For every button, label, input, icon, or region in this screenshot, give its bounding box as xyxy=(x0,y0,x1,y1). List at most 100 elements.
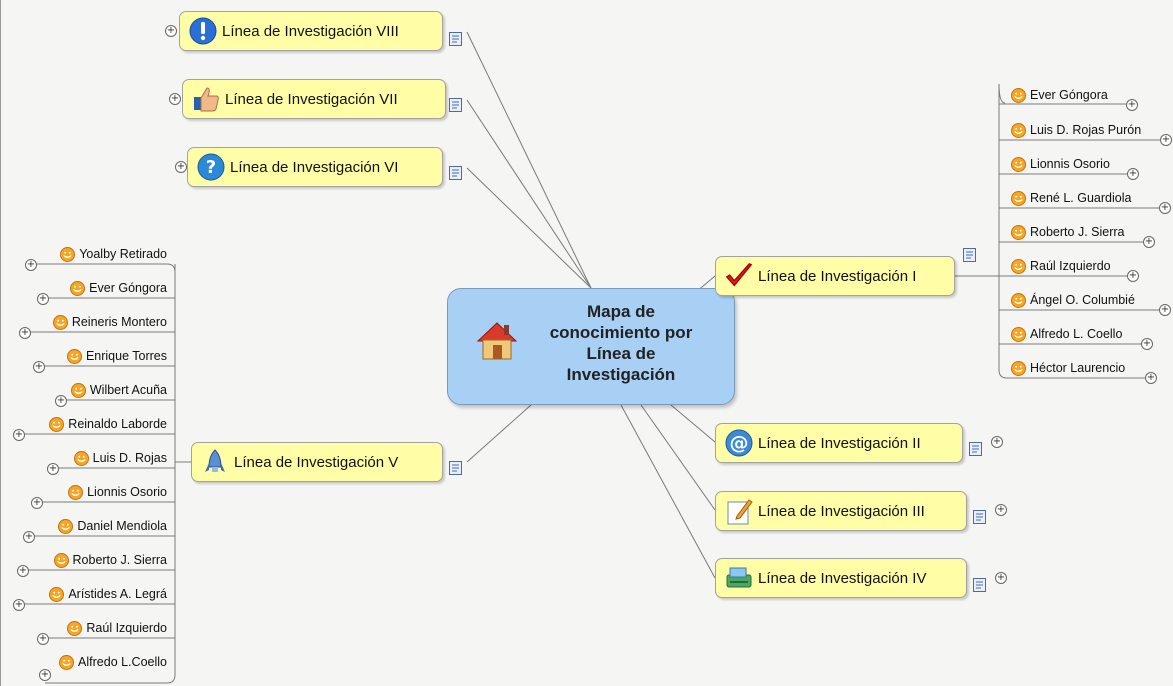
smiley-icon xyxy=(70,280,86,296)
member-item[interactable]: Raúl Izquierdo xyxy=(1011,257,1111,275)
expand-toggle[interactable]: + xyxy=(13,599,25,611)
connector xyxy=(998,83,1006,104)
rocket-icon xyxy=(200,447,230,477)
expand-toggle[interactable]: + xyxy=(1160,134,1172,146)
expand-toggle[interactable]: + xyxy=(1159,202,1171,214)
topic-label: Línea de Investigación IV xyxy=(758,569,927,587)
member-item[interactable]: Enrique Torres xyxy=(66,347,167,365)
note-icon[interactable] xyxy=(973,578,986,592)
smiley-icon xyxy=(53,552,69,568)
expand-toggle[interactable]: + xyxy=(19,327,31,339)
expand-toggle[interactable]: + xyxy=(13,429,25,441)
svg-text:@: @ xyxy=(730,432,749,454)
note-icon[interactable] xyxy=(969,442,982,456)
expand-toggle[interactable]: + xyxy=(1145,372,1157,384)
smiley-icon xyxy=(59,654,75,670)
smiley-icon xyxy=(1011,360,1026,376)
topic-linea-iv[interactable]: Línea de Investigación IV xyxy=(715,558,967,598)
connector xyxy=(31,263,176,273)
expand-toggle[interactable]: + xyxy=(1141,338,1153,350)
expand-toggle[interactable]: + xyxy=(1126,99,1138,111)
member-item[interactable]: Reineris Montero xyxy=(52,313,167,331)
topic-linea-v[interactable]: Línea de Investigación V xyxy=(191,442,443,482)
central-topic-title: Mapa de conocimiento por Línea de Invest… xyxy=(549,302,693,384)
expand-toggle[interactable]: + xyxy=(1127,168,1139,180)
member-item[interactable]: Alfredo L.Coello xyxy=(59,653,167,671)
member-item[interactable]: Wilbert Acuña xyxy=(70,381,167,399)
topic-label: Línea de Investigación VII xyxy=(225,90,398,108)
connector xyxy=(640,404,716,511)
note-icon[interactable] xyxy=(449,32,462,46)
expand-toggle[interactable]: + xyxy=(169,93,181,105)
topic-label: Línea de Investigación I xyxy=(758,267,917,285)
smiley-icon xyxy=(70,382,86,398)
expand-toggle[interactable]: + xyxy=(165,25,177,37)
member-item[interactable]: Roberto J. Sierra xyxy=(1011,223,1124,241)
member-item[interactable]: Ángel O. Columbié xyxy=(1011,291,1135,309)
member-item[interactable]: Daniel Mendiola xyxy=(58,517,167,535)
thumbs-up-icon xyxy=(191,84,221,114)
smiley-icon xyxy=(52,314,68,330)
smiley-icon xyxy=(1011,87,1026,103)
expand-toggle[interactable]: + xyxy=(37,633,49,645)
topic-linea-i[interactable]: Línea de Investigación I xyxy=(715,256,955,296)
note-icon[interactable] xyxy=(973,510,986,524)
expand-toggle[interactable]: + xyxy=(25,259,37,271)
smiley-icon xyxy=(73,450,89,466)
expand-toggle[interactable]: + xyxy=(17,565,29,577)
smiley-icon xyxy=(68,484,84,500)
expand-toggle[interactable]: + xyxy=(31,497,43,509)
house-icon xyxy=(474,319,520,368)
member-item[interactable]: Lionnis Osorio xyxy=(68,483,167,501)
topic-linea-ii[interactable]: @ Línea de Investigación II xyxy=(715,423,963,463)
topic-linea-iii[interactable]: Línea de Investigación III xyxy=(715,491,967,531)
topic-label: Línea de Investigación II xyxy=(758,434,921,452)
expand-toggle[interactable]: + xyxy=(37,293,49,305)
expand-toggle[interactable]: + xyxy=(55,395,67,407)
connector xyxy=(670,404,716,443)
member-item[interactable]: René L. Guardiola xyxy=(1011,189,1131,207)
note-icon[interactable] xyxy=(449,461,462,475)
at-sign-icon: @ xyxy=(724,428,754,458)
member-item[interactable]: Luis D. Rojas xyxy=(73,449,167,467)
smiley-icon xyxy=(1011,190,1026,206)
member-item[interactable]: Ever Góngora xyxy=(70,279,167,297)
smiley-icon xyxy=(66,348,82,364)
member-item[interactable]: Ever Góngora xyxy=(1011,86,1108,104)
expand-toggle[interactable]: + xyxy=(33,361,45,373)
topic-linea-vii[interactable]: Línea de Investigación VII xyxy=(182,79,446,119)
note-icon[interactable] xyxy=(963,248,976,262)
member-item[interactable]: Yoalby Retirado xyxy=(60,245,167,263)
expand-toggle[interactable]: + xyxy=(23,531,35,543)
expand-toggle[interactable]: + xyxy=(1159,304,1171,316)
member-item[interactable]: Alfredo L. Coello xyxy=(1011,325,1122,343)
topic-linea-vi[interactable]: ? Línea de Investigación VI xyxy=(187,147,443,187)
expand-toggle[interactable]: + xyxy=(991,436,1003,448)
expand-toggle[interactable]: + xyxy=(1143,236,1155,248)
connector xyxy=(466,31,592,289)
expand-toggle[interactable]: + xyxy=(995,504,1007,516)
member-item[interactable]: Raúl Izquierdo xyxy=(67,619,167,637)
connector xyxy=(998,84,1146,379)
expand-toggle[interactable]: + xyxy=(995,572,1007,584)
topic-linea-viii[interactable]: Línea de Investigación VIII xyxy=(179,11,443,51)
note-icon[interactable] xyxy=(449,166,462,180)
member-item[interactable]: Héctor Laurencio xyxy=(1011,359,1125,377)
expand-toggle[interactable]: + xyxy=(175,161,187,173)
central-topic[interactable]: Mapa de conocimiento por Línea de Invest… xyxy=(447,288,735,405)
note-icon[interactable] xyxy=(449,98,462,112)
checkmark-icon xyxy=(724,261,754,291)
member-item[interactable]: Luis D. Rojas Purón xyxy=(1011,121,1141,139)
connector xyxy=(620,404,716,579)
connector xyxy=(45,264,176,684)
expand-toggle[interactable]: + xyxy=(47,463,59,475)
member-item[interactable]: Lionnis Osorio xyxy=(1011,155,1110,173)
expand-toggle[interactable]: + xyxy=(39,669,51,681)
member-item[interactable]: Arístides A. Legrá xyxy=(49,585,167,603)
smiley-icon xyxy=(1011,292,1026,308)
expand-toggle[interactable]: + xyxy=(1127,270,1139,282)
smiley-icon xyxy=(49,586,65,602)
member-item[interactable]: Reinaldo Laborde xyxy=(49,415,167,433)
member-item[interactable]: Roberto J. Sierra xyxy=(53,551,167,569)
